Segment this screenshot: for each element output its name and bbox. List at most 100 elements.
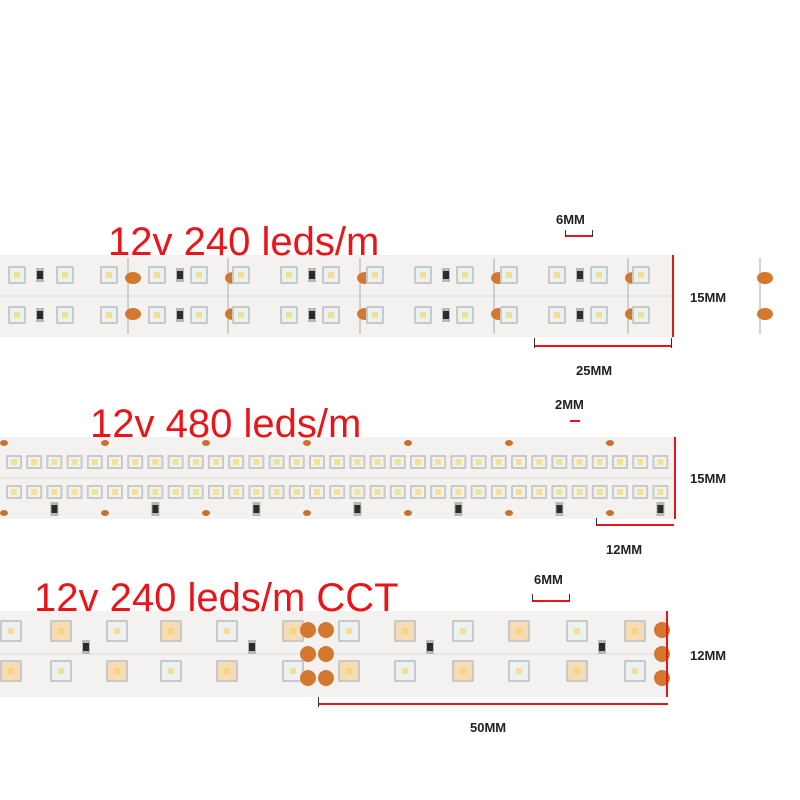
led-bottom-2-chip xyxy=(114,668,120,674)
led-bottom-11-chip xyxy=(506,312,512,318)
led-row2-18-chip xyxy=(374,489,381,495)
led-top-1-chip xyxy=(62,272,68,278)
led-bottom-4-chip xyxy=(224,668,230,674)
resistor-bottom-12 xyxy=(577,311,583,319)
led-spacing-line-240 xyxy=(565,235,593,237)
solder-pad-2 xyxy=(300,646,316,662)
led-row2-10-chip xyxy=(213,489,219,495)
pad-top-0 xyxy=(0,440,8,446)
led-bottom-0-chip xyxy=(8,668,14,674)
resistor-top-0 xyxy=(37,271,43,279)
led-spacing-label-240: 6MM xyxy=(556,212,585,227)
led-row1-31-chip xyxy=(637,459,644,465)
led-bottom-3-chip xyxy=(154,312,160,318)
strip-240-title: 12v 240 leds/m xyxy=(108,220,380,264)
solder-pad-bottom-0 xyxy=(125,308,141,320)
led-top-1-chip xyxy=(58,628,64,634)
led-row1-26-chip xyxy=(536,459,543,465)
led-row2-24-chip xyxy=(495,489,502,495)
led-row2-4-chip xyxy=(91,489,98,495)
segment-tick-240a xyxy=(534,338,535,348)
pad-top-25 xyxy=(505,440,513,446)
width-label-cct: 12MM xyxy=(690,648,727,663)
led-row2-15-chip xyxy=(314,489,320,495)
solder-pad-1 xyxy=(318,622,334,638)
led-row1-4-chip xyxy=(91,459,98,465)
resistor-7 xyxy=(152,505,159,513)
led-row2-26-chip xyxy=(536,489,543,495)
resistor-top-3 xyxy=(177,271,183,279)
led-row1-29-chip xyxy=(596,459,603,465)
strip-cct-title: 12v 240 leds/m CCT xyxy=(34,576,399,620)
pad-bottom-10 xyxy=(202,510,210,516)
led-row2-23-chip xyxy=(475,489,482,495)
led-bottom-9-chip xyxy=(420,312,426,318)
led-bottom-11-chip xyxy=(632,668,638,674)
pad-top-5 xyxy=(101,440,109,446)
led-top-8-chip xyxy=(372,272,378,278)
led-top-8-chip xyxy=(460,628,466,634)
led-top-7-chip xyxy=(402,628,408,634)
led-top-0-chip xyxy=(8,628,14,634)
led-row1-21-chip xyxy=(435,459,442,465)
led-bottom-1-chip xyxy=(62,312,68,318)
led-row2-5-chip xyxy=(112,489,118,495)
led-top-3-chip xyxy=(168,628,174,634)
led-row2-0-chip xyxy=(11,489,17,495)
led-row2-7-chip xyxy=(152,489,159,495)
segment-tick-240b xyxy=(671,338,672,348)
led-bottom-1-chip xyxy=(58,668,64,674)
led-row2-12-chip xyxy=(253,489,260,495)
led-spacing-tick-240b xyxy=(592,230,593,237)
width-line-cct xyxy=(666,611,668,697)
led-bottom-9-chip xyxy=(516,668,522,674)
led-row1-27-chip xyxy=(556,459,563,465)
strip-480-title: 12v 480 leds/m xyxy=(90,402,362,446)
led-bottom-8-chip xyxy=(372,312,378,318)
pad-bottom-30 xyxy=(606,510,614,516)
resistor-top-6 xyxy=(309,271,315,279)
resistor-10 xyxy=(599,643,605,651)
resistor-bottom-0 xyxy=(37,311,43,319)
pad-top-15 xyxy=(303,440,311,446)
led-top-9-chip xyxy=(516,628,522,634)
pad-bottom-5 xyxy=(101,510,109,516)
led-row1-11-chip xyxy=(233,459,240,465)
led-row2-30-chip xyxy=(617,489,623,495)
pad-top-10 xyxy=(202,440,210,446)
resistor-17 xyxy=(354,505,361,513)
led-row2-27-chip xyxy=(556,489,563,495)
resistor-bottom-6 xyxy=(309,311,315,319)
led-row1-19-chip xyxy=(394,459,401,465)
led-top-6-chip xyxy=(286,272,292,278)
resistor-bottom-9 xyxy=(443,311,449,319)
solder-pad-4 xyxy=(300,670,316,686)
led-row2-32-chip xyxy=(657,489,664,495)
led-row1-22-chip xyxy=(455,459,462,465)
led-row1-23-chip xyxy=(475,459,482,465)
solder-pad-top-5 xyxy=(757,272,773,284)
resistor-12 xyxy=(253,505,260,513)
led-spacing-tick-240 xyxy=(565,230,566,237)
led-row2-21-chip xyxy=(435,489,442,495)
led-row2-8-chip xyxy=(172,489,179,495)
led-spacing-tick-cct xyxy=(532,594,533,601)
led-row2-2-chip xyxy=(51,489,58,495)
led-row1-30-chip xyxy=(617,459,623,465)
led-bottom-7-chip xyxy=(328,312,334,318)
led-bottom-2-chip xyxy=(106,312,112,318)
led-row1-17-chip xyxy=(354,459,361,465)
led-spacing-line-cct xyxy=(532,600,570,602)
led-top-10-chip xyxy=(462,272,468,278)
led-row2-31-chip xyxy=(637,489,644,495)
led-row1-12-chip xyxy=(253,459,260,465)
pad-top-20 xyxy=(404,440,412,446)
led-row2-19-chip xyxy=(394,489,401,495)
segment-label-240: 25MM xyxy=(576,363,613,378)
pad-top-30 xyxy=(606,440,614,446)
led-row2-13-chip xyxy=(273,489,280,495)
width-line-480 xyxy=(674,437,676,519)
led-top-12-chip xyxy=(554,272,560,278)
segment-line-cct xyxy=(318,703,668,705)
